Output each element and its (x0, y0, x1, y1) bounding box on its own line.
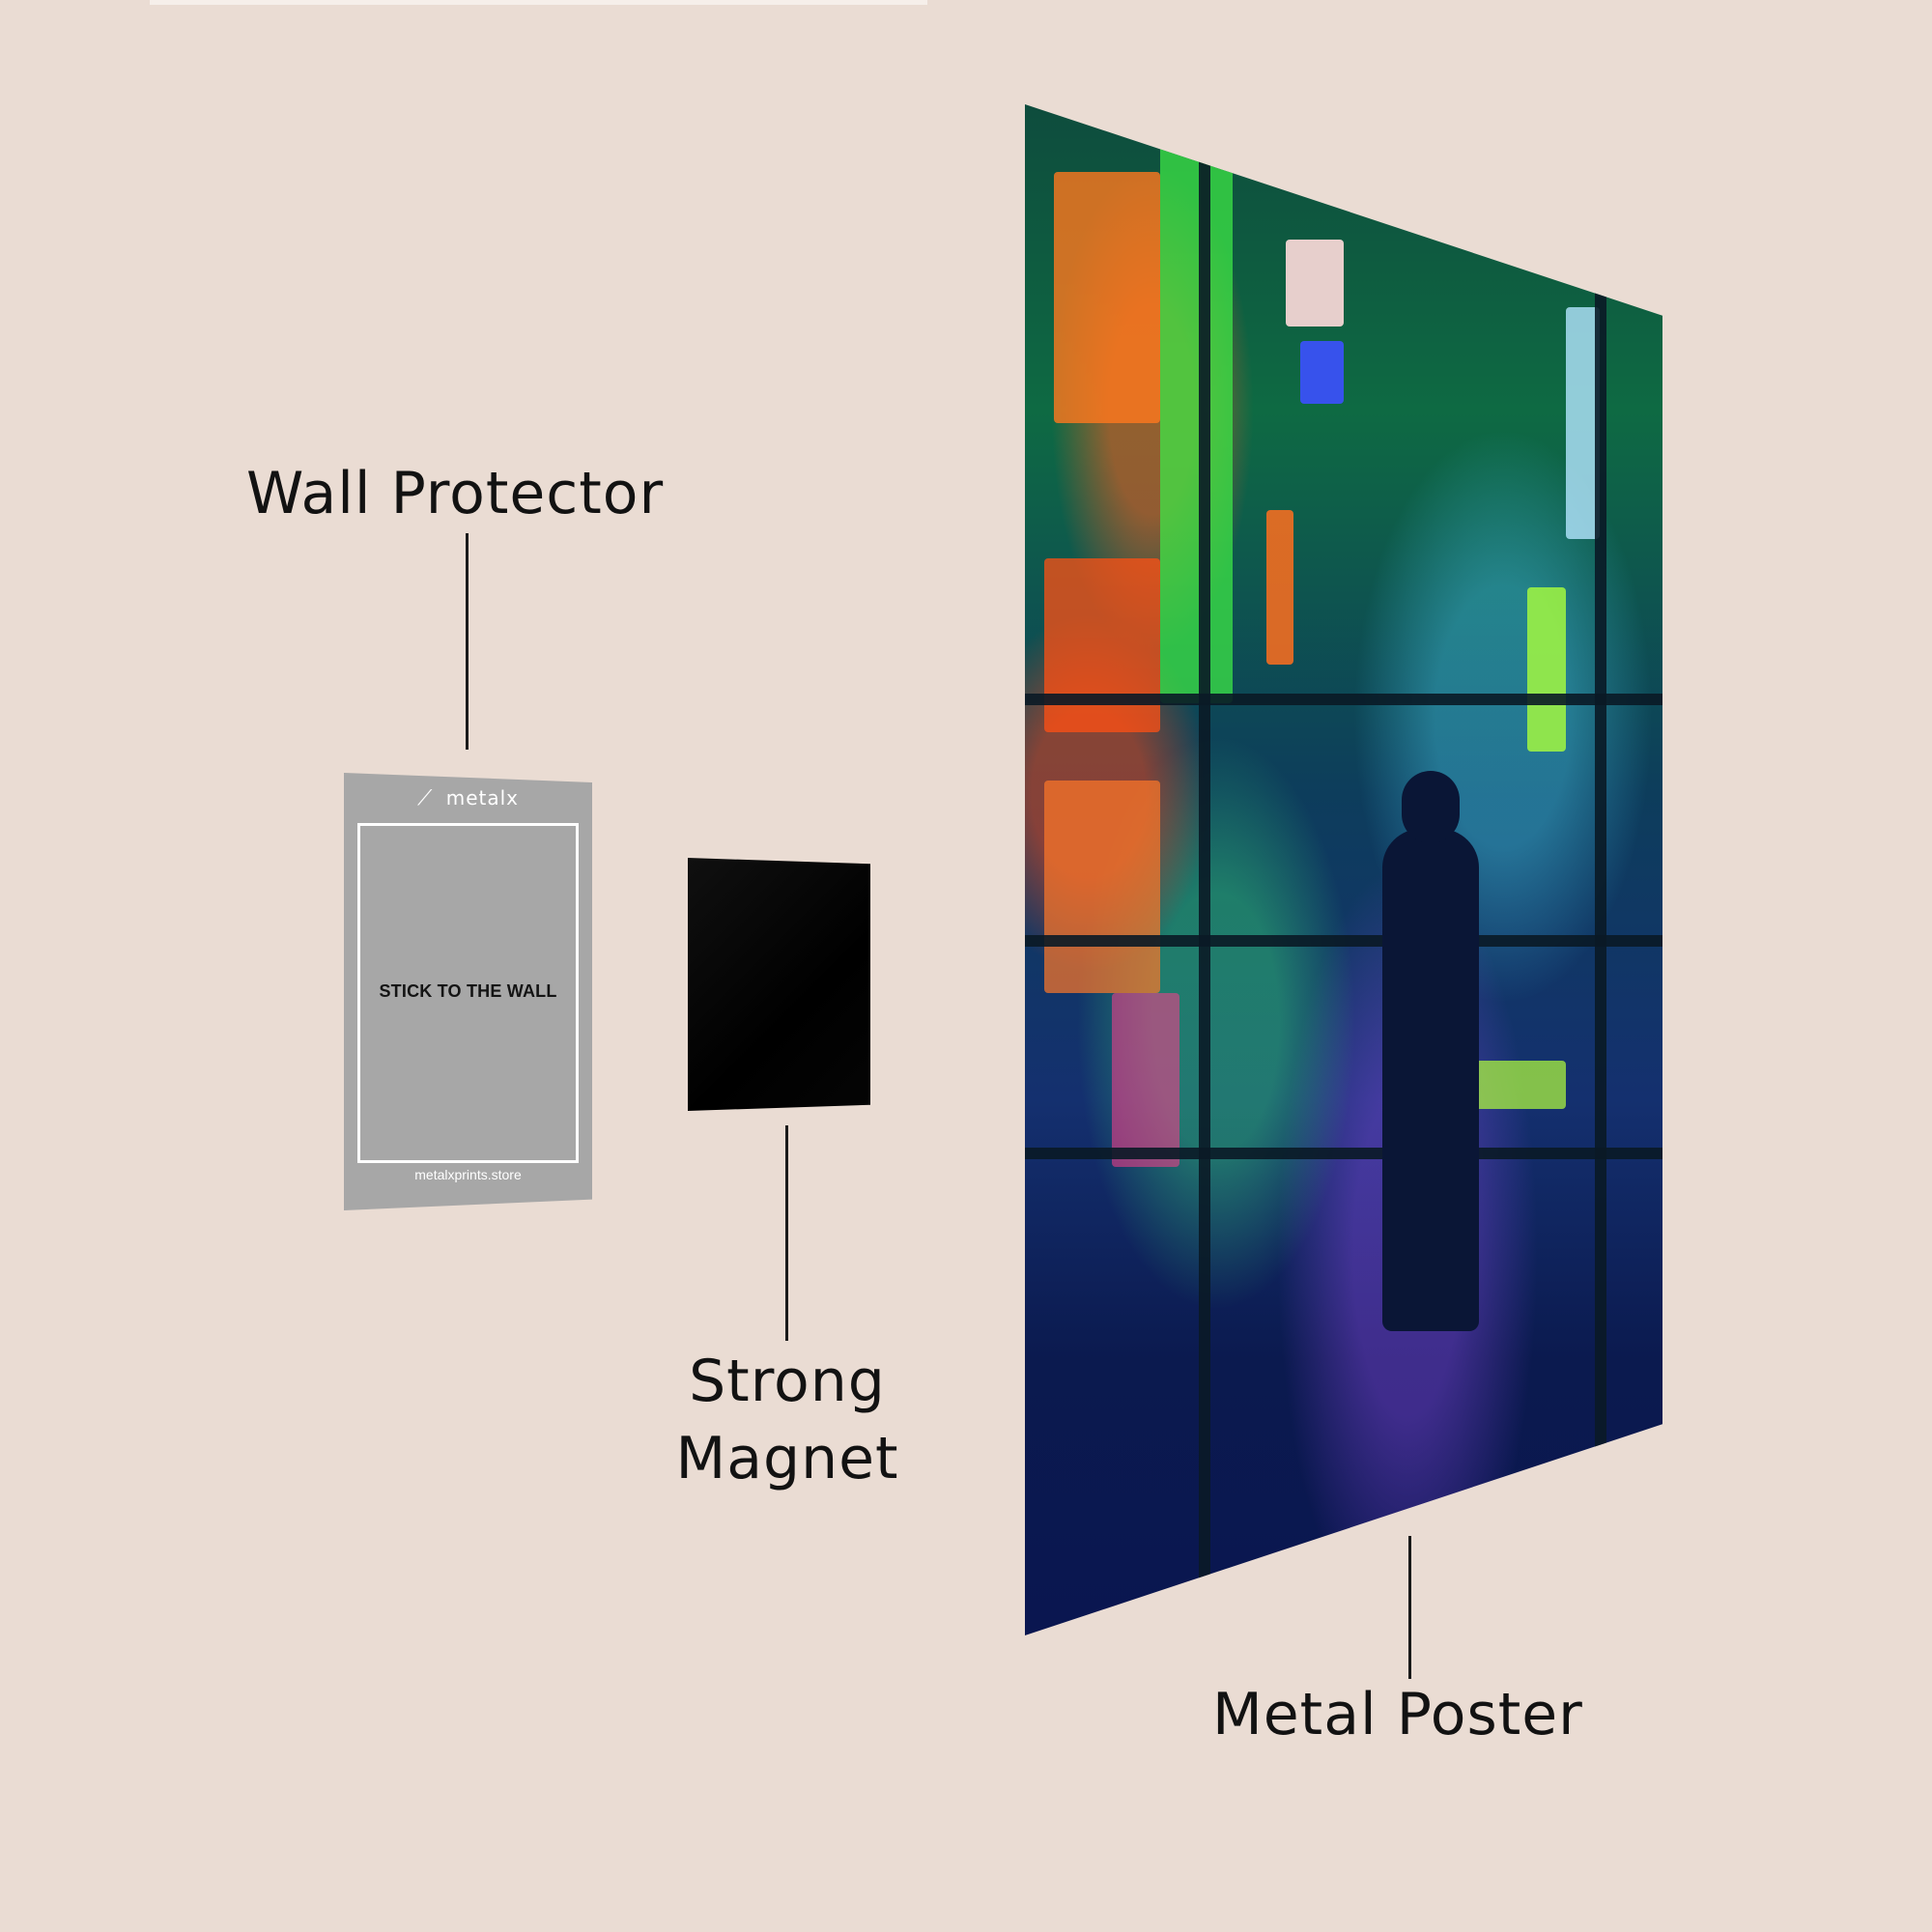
window-frame-vertical (1595, 104, 1606, 1635)
wall-protector-card: ⟋ metalx STICK TO THE WALL metalxprints.… (344, 773, 592, 1210)
window-frame-horizontal (1025, 935, 1662, 947)
wall-protector-label: Wall Protector (246, 460, 665, 527)
window-frame-vertical (1199, 104, 1210, 1635)
window-frame-horizontal (1025, 694, 1662, 705)
neon-sign (1054, 172, 1160, 423)
metal-poster-leader-line (1408, 1536, 1411, 1679)
neon-sign (1160, 143, 1233, 703)
top-strip (150, 0, 927, 5)
strong-magnet-leader-line (785, 1125, 788, 1341)
strong-magnet-label: Strong Magnet (675, 1348, 899, 1492)
neon-sign (1112, 993, 1179, 1167)
strong-magnet-plate (688, 858, 870, 1111)
metal-poster-image (1025, 104, 1662, 1635)
store-url: metalxprints.store (414, 1167, 522, 1182)
metalx-logo: ⟋ metalx (344, 786, 592, 810)
metalx-logo-text: metalx (445, 786, 520, 810)
neon-sign (1286, 240, 1344, 327)
neon-sign (1044, 781, 1160, 993)
silhouette-head (1402, 771, 1460, 843)
stick-to-wall-text: STICK TO THE WALL (379, 981, 557, 1001)
silhouette-figure (1382, 829, 1479, 1331)
metal-poster-label: Metal Poster (1212, 1681, 1583, 1748)
neon-sign (1044, 558, 1160, 732)
neon-sign (1266, 510, 1293, 665)
metalx-logo-icon: ⟋ (416, 786, 434, 810)
wall-protector-leader-line (466, 533, 469, 750)
neon-sign (1300, 341, 1344, 404)
window-frame-horizontal (1025, 1148, 1662, 1159)
neon-sign (1566, 307, 1600, 539)
wall-protector-frame (357, 823, 579, 1163)
neon-sign (1527, 587, 1566, 752)
